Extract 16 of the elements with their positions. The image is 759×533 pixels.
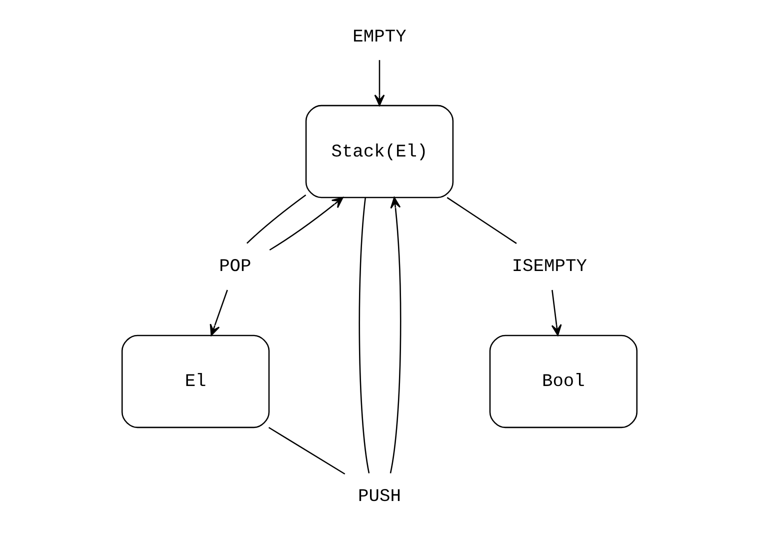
connector [446, 197, 517, 244]
arrow [374, 60, 385, 106]
arrow [551, 290, 562, 336]
node-box: Bool [489, 334, 638, 428]
connector [358, 198, 370, 474]
connector [268, 426, 346, 475]
node-text: EMPTY [352, 27, 406, 48]
connector [246, 194, 306, 244]
arrow [210, 290, 228, 336]
node-text: ISEMPTY [512, 257, 587, 278]
arrow [390, 196, 402, 474]
node-text: POP [219, 257, 252, 278]
node-box: Stack(El) [305, 104, 454, 198]
node-box: El [121, 334, 270, 428]
arrow [269, 196, 344, 251]
node-text: PUSH [358, 487, 401, 508]
